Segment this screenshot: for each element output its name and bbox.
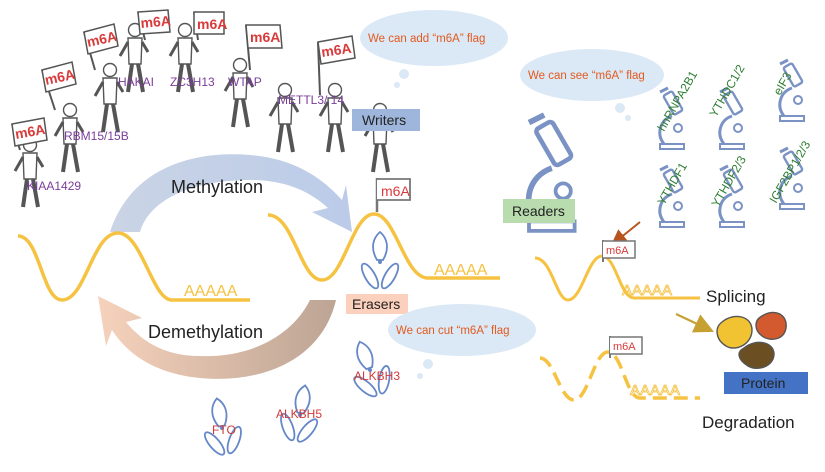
writer-zc3h13: ZC3H13: [170, 75, 215, 89]
methylation-arrow: [110, 154, 352, 232]
reader-arrow: [610, 221, 641, 246]
flag-right-top-text: m6A: [606, 245, 629, 257]
reader-ythdf23: YTHDF2/3: [708, 153, 749, 209]
writers-label: Writers: [362, 112, 406, 128]
degradation-label: Degradation: [702, 413, 795, 432]
rna-strand-right-bottom: [539, 350, 700, 402]
svg-text:m6A: m6A: [140, 12, 172, 31]
polya-tail-left: AAAAA: [184, 283, 238, 300]
writer-flag-3: m6A: [83, 23, 119, 71]
writer-flag-6: m6A: [245, 24, 283, 71]
readers-box: [503, 199, 575, 223]
writer-wtap: WTAP: [228, 75, 262, 89]
writer-hakai: HAKAI: [118, 75, 154, 89]
flag-right-bottom-text: m6A: [613, 341, 636, 353]
writer-flag-7: m6A: [317, 35, 356, 96]
writer-flag-5: m6A: [193, 11, 227, 41]
flag-right-top: m6A: [602, 240, 636, 262]
protein-box: [724, 372, 808, 394]
demethylation-label: Demethylation: [148, 322, 263, 342]
svg-text:m6A: m6A: [14, 121, 47, 142]
eraser-alkbh3: ALKBH3: [354, 369, 400, 383]
svg-text:m6A: m6A: [85, 28, 118, 50]
rna-strand-right-top: [534, 254, 700, 302]
splicing-arrow: [675, 313, 714, 333]
erasers-bubble-text: We can cut “m6A” flag: [396, 325, 510, 337]
reader-igf2bp: IGF2BP1/2/3: [766, 138, 813, 205]
svg-text:m6A: m6A: [43, 66, 76, 88]
writer-flag-4: m6A: [137, 9, 172, 41]
writers-bubble-text: We can add “m6A” flag: [368, 33, 485, 45]
writers-box: [352, 109, 420, 131]
readers-label: Readers: [512, 203, 565, 219]
reader-protein-labels: hnRNPA2B1 YTHDC1/2 eIF3 YTHDF1 YTHDF2/3 …: [654, 62, 813, 210]
flag-right-bottom: m6A: [609, 336, 643, 358]
writer-rbm15: RBM15/15B: [64, 129, 129, 143]
demethylation-arrow: [98, 296, 336, 379]
writer-flag-1: m6A: [11, 117, 48, 151]
flag-middle: m6A: [375, 178, 411, 212]
splicing-label: Splicing: [706, 287, 766, 306]
polya-tail-right-top: AAAAA: [622, 282, 672, 299]
eraser-alkbh5: ALKBH5: [276, 407, 322, 421]
eraser-scissor-main: [357, 231, 403, 292]
readers-bubble: We can see “m6A” flag: [520, 49, 664, 121]
svg-text:m6A: m6A: [250, 29, 280, 45]
eraser-fto: FTO: [212, 423, 236, 437]
erasers-label: Erasers: [352, 296, 400, 312]
erasers-box: [346, 294, 408, 314]
rna-strand-left: [17, 231, 250, 302]
erasers-bubble: We can cut “m6A” flag: [388, 304, 536, 379]
polya-tail-middle: AAAAA: [434, 262, 488, 279]
flag-middle-text: m6A: [381, 183, 410, 199]
methylation-label: Methylation: [171, 177, 263, 197]
reader-ythdf1: YTHDF1: [654, 160, 690, 208]
writer-mettl3: METTL3/ 14: [278, 93, 344, 107]
protein-shapes: [716, 311, 787, 370]
polya-tail-right-bottom: AAAAA: [630, 382, 680, 399]
writer-kiaa1429: KIAA1429: [27, 179, 81, 193]
eraser-protein-labels: ALKBH3 ALKBH5 FTO: [212, 369, 400, 437]
writer-flags: m6A m6A m6A m6A m6A m6A: [11, 9, 356, 151]
writer-flag-2: m6A: [41, 61, 77, 111]
svg-text:m6A: m6A: [320, 40, 352, 60]
readers-bubble-text: We can see “m6A” flag: [528, 70, 645, 82]
writer-protein-labels: KIAA1429 RBM15/15B HAKAI ZC3H13 WTAP MET…: [27, 75, 344, 193]
writers-bubble: We can add “m6A” flag: [360, 10, 508, 88]
svg-text:m6A: m6A: [197, 16, 227, 32]
rna-strand-middle: [267, 212, 500, 282]
protein-label: Protein: [741, 375, 785, 391]
